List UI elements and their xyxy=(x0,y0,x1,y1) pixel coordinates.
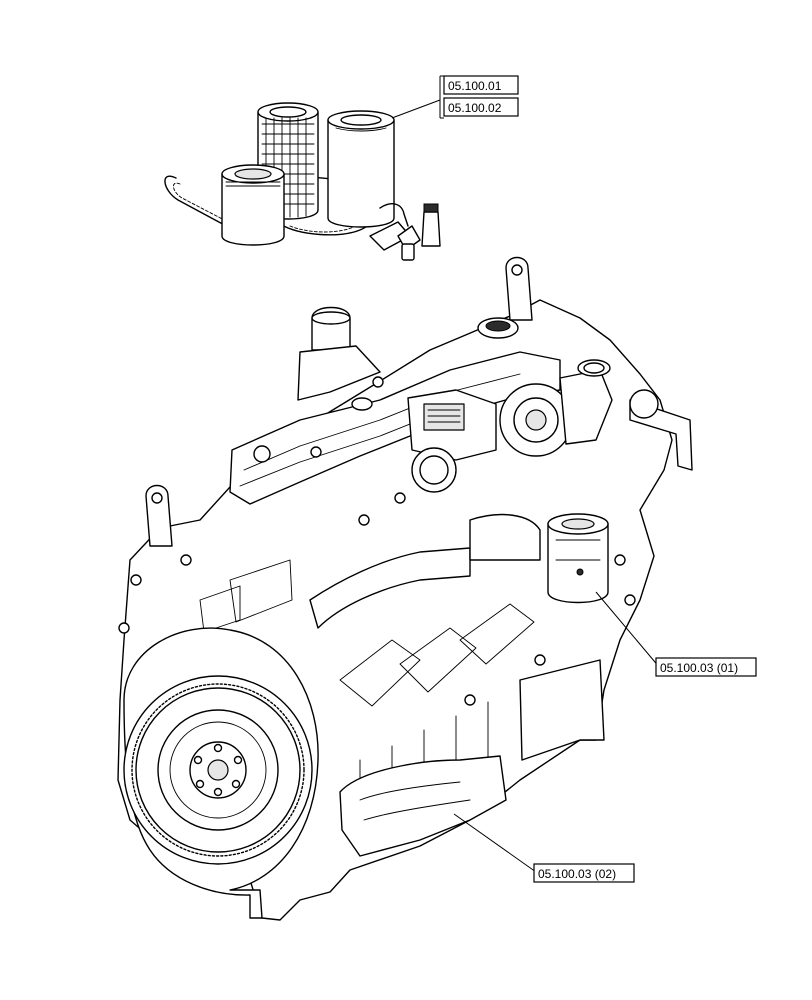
callout-05-100-03-02[interactable]: 05.100.03 (02) xyxy=(533,863,635,883)
callout-05-100-02[interactable]: 05.100.02 xyxy=(443,97,519,117)
service-kit-illustration xyxy=(164,102,441,261)
callout-05-100-03-01[interactable]: 05.100.03 (01) xyxy=(655,657,757,677)
callout-05-100-02-label: 05.100.02 xyxy=(448,101,502,115)
callout-05-100-01-label: 05.100.01 xyxy=(448,79,502,93)
engine-assembly-illustration xyxy=(117,256,693,921)
callout-05-100-03-02-label: 05.100.03 (02) xyxy=(538,867,616,881)
callout-05-100-01[interactable]: 05.100.01 xyxy=(443,75,519,95)
callout-05-100-03-01-label: 05.100.03 (01) xyxy=(660,661,738,675)
